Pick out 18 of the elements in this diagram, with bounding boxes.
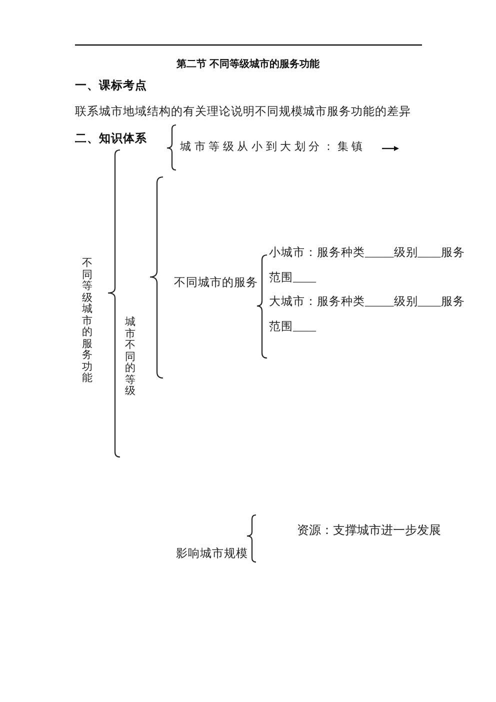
section-title: 第二节 不同等级城市的服务功能 [176, 59, 320, 71]
topic-text: 不同城市的服务 [174, 277, 258, 291]
outline-item-text: 资源：支撑城市进一步发展 [297, 523, 441, 538]
body-text: 联系城市地域结构的有关理论说明不同规模城市服务功能的差异 [75, 105, 411, 119]
fill-in-line: _____ [365, 296, 394, 308]
fill-in-line: ____ [293, 320, 316, 332]
vertical-topic-text: 城市不同的等级 [125, 317, 136, 398]
outline-item-text: 城市等级从小到大划分：集镇 [180, 141, 366, 154]
fill-in-line: ____ [293, 272, 316, 284]
fill-in-line: ____ [418, 296, 441, 308]
section-heading: 一、课标考点 [75, 79, 147, 93]
fill-in-line: ____ [418, 247, 441, 259]
vertical-topic-text: 不同等级城市的服务功能 [82, 258, 92, 386]
fill-in-line: _____ [365, 247, 394, 259]
outline-item-text: 大城市：服务种类_____级别____服务范围____ [269, 290, 467, 339]
section-heading: 二、知识体系 [75, 132, 147, 146]
topic-text: 影响城市规模 [176, 548, 248, 562]
outline-item-text: 小城市：服务种类_____级别____服务范围____ [269, 241, 467, 290]
